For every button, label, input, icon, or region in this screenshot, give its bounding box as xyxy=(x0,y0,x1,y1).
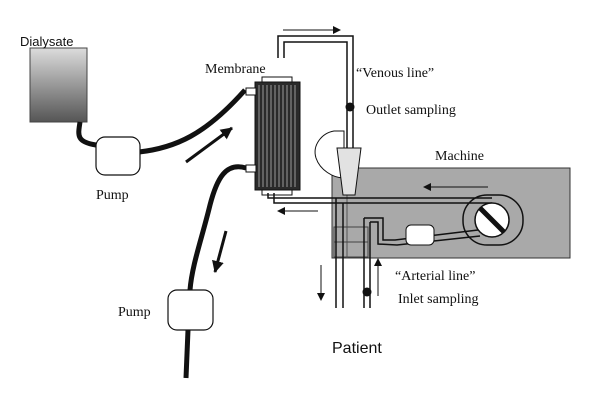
flow-arrow-into-membrane xyxy=(185,126,233,164)
membrane-fibers xyxy=(258,85,296,187)
membrane-port-lower xyxy=(245,164,257,173)
membrane-outflow-tube xyxy=(187,164,247,291)
venous-line-outer xyxy=(277,35,354,160)
venous-line-label: “Venous line” xyxy=(356,66,435,81)
drain-tube xyxy=(183,329,191,379)
machine-body xyxy=(331,167,571,259)
dialysate-inflow-tube xyxy=(76,121,97,148)
pump-bottom-label: Pump xyxy=(118,305,151,320)
roller-pump-rotor-bar xyxy=(478,206,506,234)
return-line-inner xyxy=(273,193,492,204)
return-line-outer xyxy=(267,193,492,199)
venous-line-inner xyxy=(283,41,348,160)
membrane-inflow-tube xyxy=(138,88,247,155)
pump-top-label: Pump xyxy=(96,188,129,203)
inlet-sampling-clamp-icon xyxy=(362,287,372,297)
inlet-sampling-label: Inlet sampling xyxy=(398,292,479,307)
pump-bottom xyxy=(167,289,214,331)
arterial-line-chamber xyxy=(405,224,435,246)
membrane-dialyzer xyxy=(254,81,301,191)
outlet-sampling-chamber xyxy=(336,147,362,196)
arterial-line-label: “Arterial line” xyxy=(395,269,476,284)
dialysate-label: Dialysate xyxy=(20,34,74,49)
membrane-label: Membrane xyxy=(205,62,266,77)
venous-line-clamp-icon xyxy=(345,102,355,112)
patient-label: Patient xyxy=(332,340,382,357)
membrane-port-upper xyxy=(245,87,257,96)
dialysate-container xyxy=(29,47,88,123)
sampling-port-icon xyxy=(314,130,345,179)
flow-arrow-down xyxy=(212,230,228,273)
machine-label: Machine xyxy=(435,149,484,164)
roller-pump-housing xyxy=(462,194,524,246)
pump-top xyxy=(95,136,141,176)
outlet-sampling-label: Outlet sampling xyxy=(366,103,456,118)
